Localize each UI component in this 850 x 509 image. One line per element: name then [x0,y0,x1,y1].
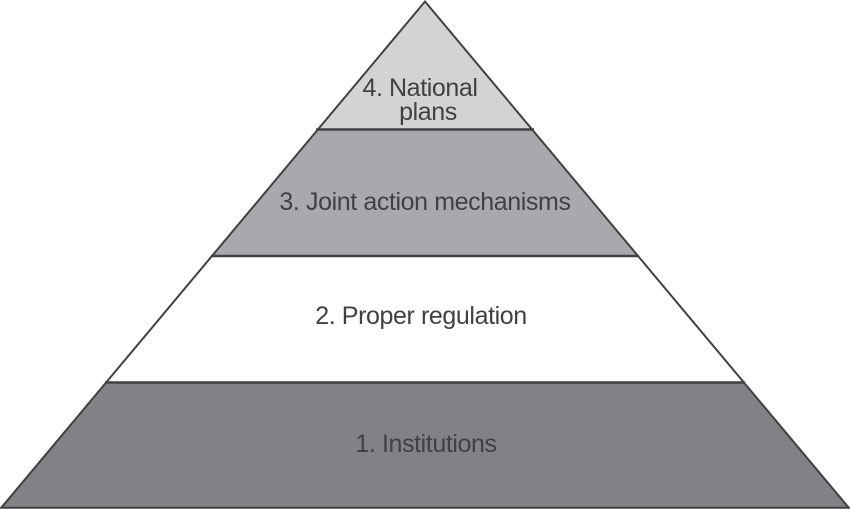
pyramid-level-1-label: 1. Institutions [355,430,496,458]
pyramid-level-4-label-line1: 4. National [362,74,477,102]
pyramid-level-2-shape [106,256,744,383]
pyramid-level-2-label: 2. Proper regulation [315,302,527,330]
pyramid-level-3-shape [212,129,638,256]
pyramid-level-1-shape [1,382,849,508]
pyramid-level-4-shape [317,1,533,130]
pyramid-level-3-label: 3. Joint action mechanisms [279,188,570,216]
pyramid-level-4-label-line2: plans [399,98,457,126]
